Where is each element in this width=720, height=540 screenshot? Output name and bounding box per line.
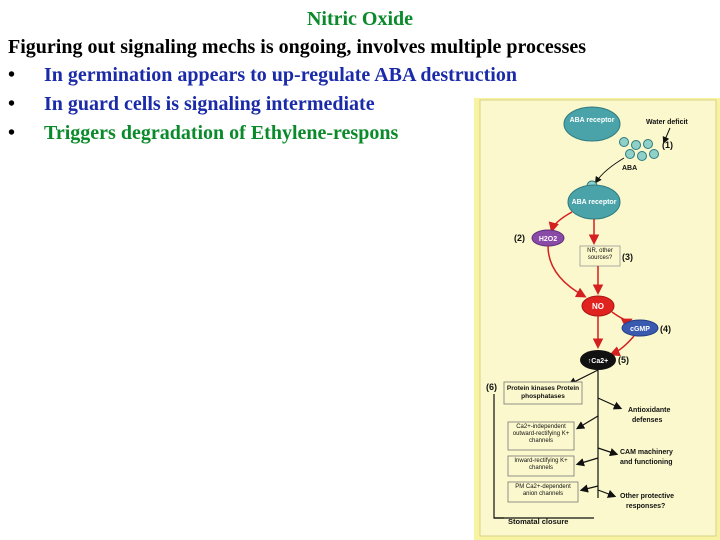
ca-independent-box [507, 421, 575, 451]
step-6-label: (6) [486, 382, 497, 392]
protein-kinases-box [503, 381, 583, 405]
arrow-to-cam [597, 447, 619, 457]
bullet-item-3: • Triggers degradation of Ethylene-respon… [8, 122, 398, 145]
step-2-label: (2) [514, 233, 525, 243]
aba-binding-arrow [594, 157, 625, 184]
ca-independent-label: Ca2+-independent outward-rectifying K+ c… [512, 424, 570, 444]
other-protective-line-2: responses? [626, 503, 665, 510]
antioxidant-line-2: defenses [632, 417, 662, 424]
water-deficit-arrow [662, 127, 671, 144]
protein-kinases-label: Protein kinases Protein phosphatases [506, 385, 580, 400]
slide-title: Nitric Oxide [306, 8, 414, 30]
step-3-label: (3) [622, 252, 633, 262]
pm-ca-label: PM Ca2+-dependent anion channels [515, 484, 571, 497]
nr-other-sources-label: NR, other sources? [587, 248, 613, 261]
bullet-item-1: • In germination appears to up-regulate A… [8, 64, 517, 87]
bullet-text-2: In guard cells is signaling intermediate [44, 93, 375, 115]
protein-kinases-text: Protein kinases Protein phosphatases [506, 385, 580, 400]
arrow-to-inward [575, 457, 599, 467]
cam-line-1: CAM machinery [620, 449, 673, 456]
aba-receptor-top [563, 106, 621, 142]
bullet-text-3: Triggers degradation of Ethylene-respons [44, 122, 399, 144]
aba-receptor-middle-label: ABA receptor [572, 199, 617, 206]
aba-molecules [619, 137, 659, 161]
arrow-to-antioxidant [597, 397, 623, 410]
antioxidant-line-1: Antioxidante [628, 407, 670, 414]
arrow-to-ca-independent [575, 415, 599, 430]
bullet-text-1: In germination appears to up-regulate AB… [44, 64, 517, 86]
stomatal-closure-label: Stomatal closure [508, 517, 568, 526]
arrow-receptor-to-h2o2 [548, 211, 573, 233]
water-deficit-label: Water deficit [646, 119, 688, 126]
ca-node [580, 350, 616, 370]
cam-line-2: and functioning [620, 459, 673, 466]
slide-subtitle: Figuring out signaling mechs is ongoing,… [8, 36, 587, 58]
arrow-to-pm-ca [579, 484, 599, 493]
other-protective-line-1: Other protective [620, 493, 674, 500]
nr-other-sources-box [579, 245, 621, 267]
ca-independent-text: Ca2+-independent outward-rectifying K+ c… [512, 424, 570, 444]
arrow-cgmp-to-ca [609, 335, 635, 357]
bullet-marker: • [8, 93, 16, 115]
step-4-label: (4) [660, 324, 671, 334]
step-1-label: (1) [662, 140, 673, 150]
arrow-h2o2-to-no [547, 245, 587, 298]
step-5-label: (5) [618, 355, 629, 365]
bullet-marker: • [8, 64, 16, 86]
h2o2-label: H2O2 [539, 236, 557, 243]
cgmp-node [621, 319, 659, 337]
inward-rectifying-box [507, 455, 575, 477]
nr-other-sources-text: NR, other sources? [587, 248, 613, 261]
no-label: NO [592, 302, 604, 311]
arrow-to-other-protective [597, 489, 617, 498]
cgmp-label: cGMP [630, 326, 650, 333]
aba-label: ABA [622, 165, 637, 172]
aba-receptor-top-label: ABA receptor [570, 117, 615, 124]
arrow-no-to-cgmp [611, 311, 633, 329]
inward-rectifying-text: Inward-rectifying K+ channels [514, 458, 568, 471]
bullet-marker: • [8, 122, 16, 144]
inward-rectifying-label: Inward-rectifying K+ channels [514, 458, 568, 471]
ca-label: ↑Ca2+ [588, 358, 608, 365]
pm-ca-text: PM Ca2+-dependent anion channels [515, 484, 571, 497]
aba-signaling-figure: ABA receptor Water deficit (1) ABA ABA r… [474, 98, 720, 540]
aba-signaling-diagram: ABA receptor Water deficit (1) ABA ABA r… [474, 98, 720, 540]
bullet-item-2: • In guard cells is signaling intermediat… [8, 93, 375, 116]
pm-ca-box [507, 481, 579, 503]
